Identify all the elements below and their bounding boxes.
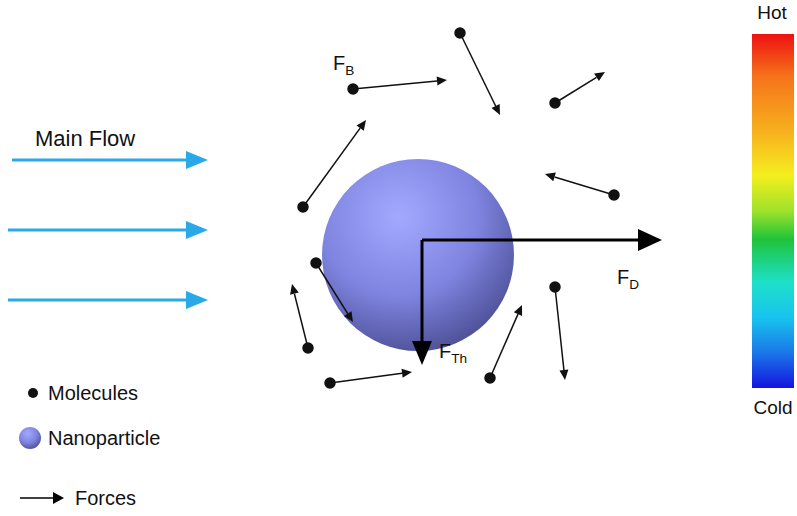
molecule-arrow [353, 81, 437, 89]
force-label: FD [617, 266, 639, 293]
molecule-arrowhead [344, 311, 353, 322]
molecule-arrow [555, 177, 614, 195]
molecule-arrowhead [290, 284, 299, 295]
subscript: D [629, 277, 639, 292]
subscript: B [345, 63, 354, 78]
molecules [290, 28, 619, 388]
legend-text: Forces [75, 487, 136, 509]
scale-label: Cold [753, 398, 792, 419]
subscript: Th [451, 351, 467, 366]
molecule-arrow [460, 33, 496, 106]
molecule-arrowhead [559, 370, 568, 380]
flow-arrows [8, 151, 208, 309]
molecule-arrow [294, 294, 308, 348]
molecule-arrowhead [401, 369, 412, 378]
scale-label: Hot [757, 3, 787, 24]
flow-label: Main Flow [35, 127, 135, 151]
molecule-arrow [555, 287, 564, 370]
molecule-arrowhead [545, 173, 556, 182]
force-label: FTh [439, 340, 467, 367]
molecule-arrow [316, 263, 348, 314]
molecule-arrow [490, 314, 518, 378]
color-bar [752, 34, 794, 388]
legend-text: Molecules [48, 382, 138, 404]
molecule-arrowhead [514, 305, 522, 316]
nanoparticle [322, 159, 514, 351]
molecule-arrow [330, 373, 402, 383]
molecule-arrowhead [594, 72, 605, 81]
molecule-arrowhead [492, 104, 500, 115]
molecule-sample [28, 388, 38, 398]
nanoparticle-sample [19, 427, 41, 449]
molecule-arrow [303, 128, 360, 207]
molecule-arrow [555, 77, 597, 103]
legend-text: Nanoparticle [48, 427, 160, 449]
force-label: FB [333, 52, 354, 79]
molecule-arrowhead [437, 76, 447, 85]
molecule-arrowhead [356, 120, 366, 131]
force-sample [20, 492, 64, 504]
